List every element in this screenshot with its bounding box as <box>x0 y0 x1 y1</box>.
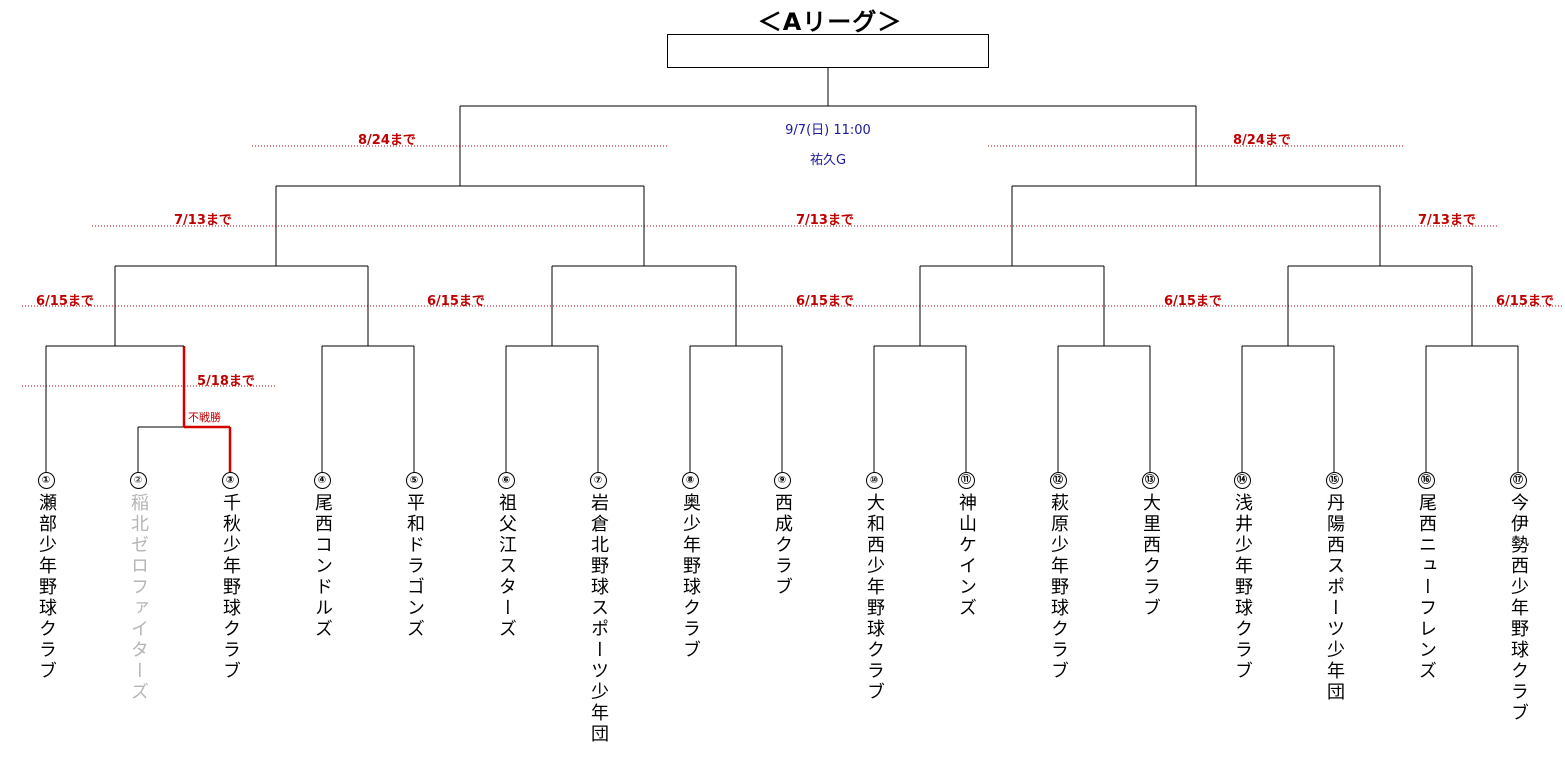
team-16: ⑯ 尾西ニューフレンズ <box>1412 472 1440 682</box>
team-name: 平和ドラゴンズ <box>404 493 425 640</box>
team-number: ② <box>129 472 147 489</box>
team-4: ④ 尾西コンドルズ <box>308 472 336 640</box>
team-name: 西成クラブ <box>772 493 793 598</box>
team-number: ③ <box>221 472 239 489</box>
team-2: ② 稲北ゼロファイターズ <box>124 472 152 703</box>
team-8: ⑧ 奥少年野球クラブ <box>676 472 704 661</box>
team-5: ⑤ 平和ドラゴンズ <box>400 472 428 640</box>
deadline-r3-3: 7/13まで <box>1418 213 1476 228</box>
team-10: ⑩ 大和西少年野球クラブ <box>860 472 888 703</box>
team-number: ⑬ <box>1141 472 1159 489</box>
team-name: 稲北ゼロファイターズ <box>128 493 149 703</box>
deadline-r2-2: 6/15まで <box>427 294 485 309</box>
team-name: 萩原少年野球クラブ <box>1048 493 1069 682</box>
team-1: ① 瀬部少年野球クラブ <box>32 472 60 682</box>
team-9: ⑨ 西成クラブ <box>768 472 796 598</box>
deadline-r2-4: 6/15まで <box>1164 294 1222 309</box>
team-name: 尾西ニューフレンズ <box>1416 493 1437 682</box>
team-name: 今伊勢西少年野球クラブ <box>1508 493 1529 724</box>
walkover-label: 不戦勝 <box>188 411 221 424</box>
team-name: 祖父江スターズ <box>496 493 517 640</box>
team-14: ⑭ 浅井少年野球クラブ <box>1228 472 1256 682</box>
team-number: ⑦ <box>589 472 607 489</box>
final-date: 9/7(日) 11:00 <box>785 123 871 138</box>
team-15: ⑮ 丹陽西スポーツ少年団 <box>1320 472 1348 703</box>
team-number: ④ <box>313 472 331 489</box>
team-name: 岩倉北野球スポーツ少年団 <box>588 493 609 745</box>
team-number: ⑰ <box>1509 472 1527 489</box>
team-number: ⑧ <box>681 472 699 489</box>
deadline-r2-1: 6/15まで <box>36 294 94 309</box>
team-name: 大里西クラブ <box>1140 493 1161 619</box>
deadline-r3-1: 7/13まで <box>174 213 232 228</box>
deadline-r2-3: 6/15まで <box>796 294 854 309</box>
team-17: ⑰ 今伊勢西少年野球クラブ <box>1504 472 1532 724</box>
team-number: ⑭ <box>1233 472 1251 489</box>
final-venue: 祐久G <box>809 153 847 168</box>
team-7: ⑦ 岩倉北野球スポーツ少年団 <box>584 472 612 745</box>
team-11: ⑪ 神山ケインズ <box>952 472 980 619</box>
team-12: ⑫ 萩原少年野球クラブ <box>1044 472 1072 682</box>
team-name: 尾西コンドルズ <box>312 493 333 640</box>
team-number: ⑩ <box>865 472 883 489</box>
team-name: 千秋少年野球クラブ <box>220 493 241 682</box>
team-name: 大和西少年野球クラブ <box>864 493 885 703</box>
team-name: 瀬部少年野球クラブ <box>36 493 57 682</box>
team-name: 丹陽西スポーツ少年団 <box>1324 493 1345 703</box>
deadline-semi-right: 8/24まで <box>1233 133 1291 148</box>
team-name: 浅井少年野球クラブ <box>1232 493 1253 682</box>
champion-box <box>667 34 989 68</box>
team-number: ⑥ <box>497 472 515 489</box>
deadline-r2-5: 6/15まで <box>1496 294 1554 309</box>
team-number: ⑯ <box>1417 472 1435 489</box>
team-number: ⑪ <box>957 472 975 489</box>
team-number: ⑨ <box>773 472 791 489</box>
deadline-r3-2: 7/13まで <box>796 213 854 228</box>
team-number: ⑫ <box>1049 472 1067 489</box>
team-13: ⑬ 大里西クラブ <box>1136 472 1164 619</box>
team-name: 神山ケインズ <box>956 493 977 619</box>
deadline-semi-left: 8/24まで <box>358 133 416 148</box>
team-number: ⑤ <box>405 472 423 489</box>
team-number: ① <box>37 472 55 489</box>
league-title: ＜Aリーグ＞ <box>757 8 903 36</box>
team-name: 奥少年野球クラブ <box>680 493 701 661</box>
team-6: ⑥ 祖父江スターズ <box>492 472 520 640</box>
team-number: ⑮ <box>1325 472 1343 489</box>
team-3: ③ 千秋少年野球クラブ <box>216 472 244 682</box>
deadline-r1: 5/18まで <box>197 374 255 389</box>
